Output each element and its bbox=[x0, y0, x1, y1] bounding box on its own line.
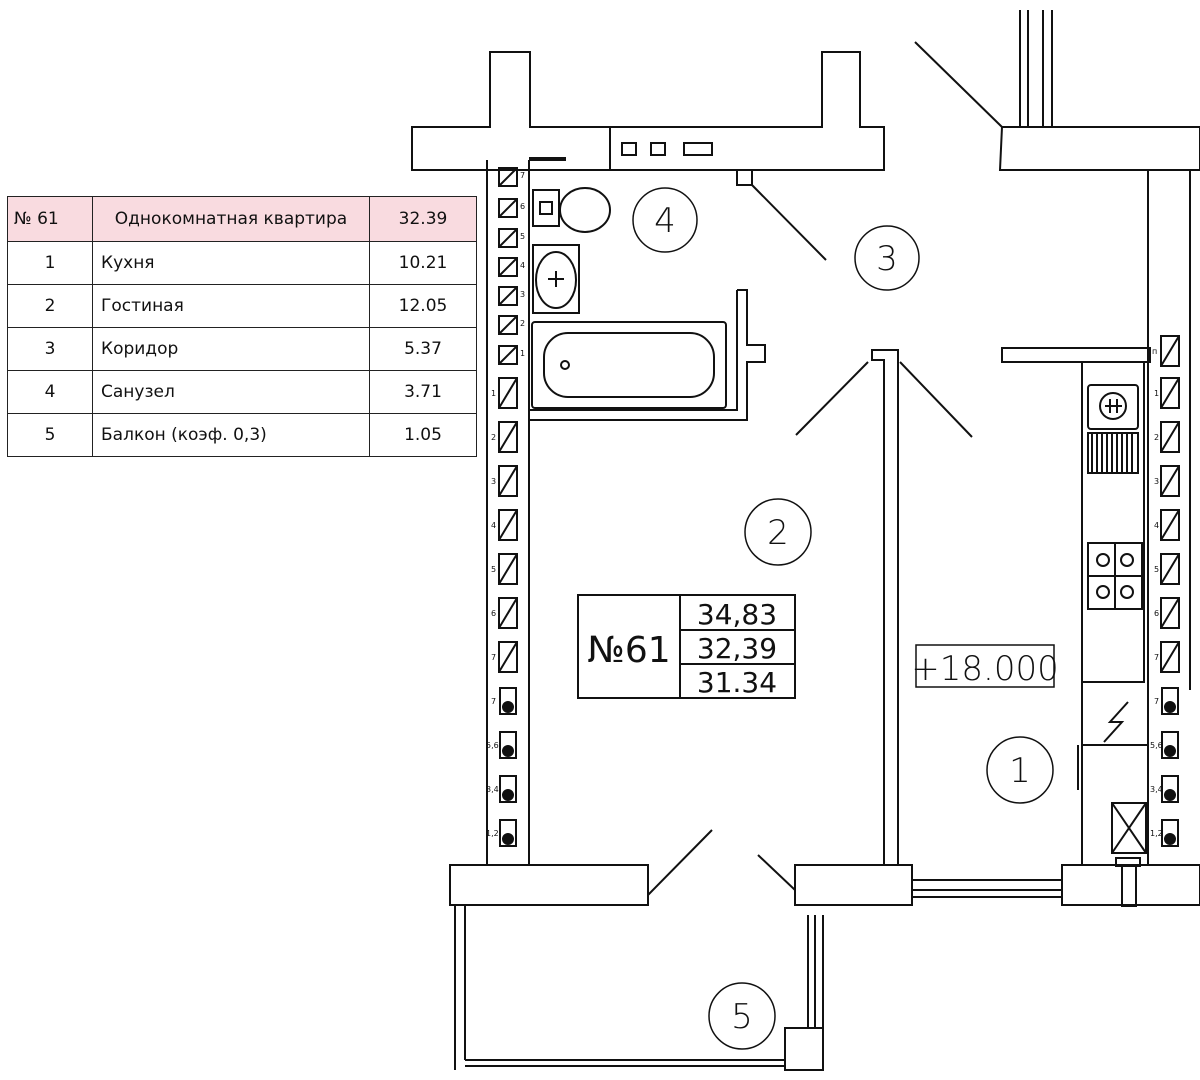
svg-text:5,6: 5,6 bbox=[486, 741, 499, 750]
total-area-label: 34,83 bbox=[697, 598, 777, 631]
table-row: 4 Санузел 3.71 bbox=[7, 370, 477, 414]
svg-text:1,2: 1,2 bbox=[1150, 829, 1163, 838]
svg-text:1: 1 bbox=[491, 389, 496, 398]
elevation-label: +18.000 bbox=[911, 649, 1058, 689]
room-name-cell: Балкон (коэф. 0,3) bbox=[92, 413, 370, 457]
apartment-number-cell: № 61 bbox=[7, 196, 93, 242]
apartment-label-box: №61 34,83 32,39 31.34 bbox=[577, 594, 796, 699]
svg-text:5: 5 bbox=[1154, 565, 1159, 574]
room-schedule-table: № 61 Однокомнатная квартира 32.39 1 Кухн… bbox=[7, 196, 477, 457]
bottom-wall bbox=[449, 864, 649, 906]
table-header-row: № 61 Однокомнатная квартира 32.39 bbox=[7, 196, 477, 242]
svg-text:1,2: 1,2 bbox=[486, 829, 499, 838]
room-number-cell: 2 bbox=[7, 284, 93, 328]
right-interior-wall bbox=[1001, 347, 1151, 363]
svg-text:4: 4 bbox=[491, 521, 496, 530]
room-area-cell: 5.37 bbox=[369, 327, 477, 371]
svg-text:7: 7 bbox=[1154, 653, 1159, 662]
svg-text:3: 3 bbox=[520, 290, 525, 299]
bottom-wall-right bbox=[1061, 864, 1200, 906]
exterior-wall-top bbox=[411, 10, 1200, 171]
bathroom-door-stub bbox=[736, 170, 753, 186]
svg-text:6: 6 bbox=[520, 202, 525, 211]
svg-text:1: 1 bbox=[1154, 389, 1159, 398]
sink bbox=[532, 244, 580, 314]
left-radiator-labels: 7 6 5 4 3 2 1 1 2 3 4 5 6 7 7 5,6 3,4 1,… bbox=[486, 171, 525, 838]
bottom-wall-pier bbox=[794, 864, 913, 906]
bathroom-wall-right bbox=[529, 289, 766, 421]
room-number-cell: 4 bbox=[7, 370, 93, 414]
svg-text:6: 6 bbox=[491, 609, 496, 618]
living-area-label: 32,39 bbox=[697, 632, 777, 665]
svg-text:2: 2 bbox=[520, 319, 525, 328]
balcony-outline bbox=[454, 905, 824, 1071]
room-area-cell: 1.05 bbox=[369, 413, 477, 457]
right-radiator-labels: п 1 2 3 4 5 6 7 7 5,6 3,4 1,2 bbox=[1150, 347, 1163, 838]
room-name-cell: Гостиная bbox=[92, 284, 370, 328]
table-row: 2 Гостиная 12.05 bbox=[7, 284, 477, 328]
vent-grille bbox=[650, 142, 666, 156]
vent-grille bbox=[621, 142, 637, 156]
stove bbox=[1087, 542, 1143, 610]
svg-text:3,4: 3,4 bbox=[1150, 785, 1163, 794]
svg-text:5: 5 bbox=[520, 232, 525, 241]
room-markers bbox=[632, 187, 1054, 1050]
room-marker-labels: 4 3 2 1 5 bbox=[654, 201, 1031, 1037]
svg-text:3: 3 bbox=[1154, 477, 1159, 486]
table-row: 1 Кухня 10.21 bbox=[7, 241, 477, 285]
bathtub bbox=[531, 321, 727, 409]
room-area-cell: 10.21 bbox=[369, 241, 477, 285]
room-name-cell: Санузел bbox=[92, 370, 370, 414]
central-partition bbox=[871, 349, 899, 866]
apartment-number-label: №61 bbox=[587, 630, 670, 671]
room-number-cell: 1 bbox=[7, 241, 93, 285]
vent-grille bbox=[683, 142, 713, 156]
svg-text:7: 7 bbox=[491, 697, 496, 706]
room-marker-label: 3 bbox=[876, 239, 898, 279]
room-marker-label: 2 bbox=[767, 513, 789, 553]
door-swings bbox=[647, 41, 1003, 896]
kitchen-counter bbox=[1081, 361, 1145, 683]
svg-text:6: 6 bbox=[1154, 609, 1159, 618]
reduced-area-label: 31.34 bbox=[697, 666, 777, 699]
table-row: 5 Балкон (коэф. 0,3) 1.05 bbox=[7, 413, 477, 457]
svg-text:4: 4 bbox=[1154, 521, 1159, 530]
left-radiator-column bbox=[498, 167, 518, 847]
elevation-mark: +18.000 bbox=[911, 644, 1059, 689]
room-marker-label: 5 bbox=[731, 997, 753, 1037]
svg-text:7: 7 bbox=[520, 171, 525, 180]
room-name-cell: Коридор bbox=[92, 327, 370, 371]
left-wall bbox=[486, 160, 530, 865]
svg-text:5: 5 bbox=[491, 565, 496, 574]
right-exterior-wall bbox=[1147, 170, 1191, 865]
room-number-cell: 5 bbox=[7, 413, 93, 457]
table-row: 3 Коридор 5.37 bbox=[7, 327, 477, 371]
svg-text:3,4: 3,4 bbox=[486, 785, 499, 794]
toilet bbox=[532, 187, 611, 233]
svg-text:2: 2 bbox=[491, 433, 496, 442]
right-radiator-column bbox=[1160, 335, 1180, 847]
svg-text:7: 7 bbox=[1154, 697, 1159, 706]
svg-text:1: 1 bbox=[520, 349, 525, 358]
room-area-cell: 12.05 bbox=[369, 284, 477, 328]
room-marker-label: 1 bbox=[1009, 751, 1031, 791]
svg-text:4: 4 bbox=[520, 261, 525, 270]
svg-text:3: 3 bbox=[491, 477, 496, 486]
kitchen-lower bbox=[1077, 682, 1148, 907]
room-area-cell: 3.71 bbox=[369, 370, 477, 414]
svg-text:п: п bbox=[1152, 347, 1157, 356]
room-marker-label: 4 bbox=[654, 201, 676, 241]
bathroom-partition bbox=[529, 157, 566, 161]
svg-text:5,6: 5,6 bbox=[1150, 741, 1163, 750]
svg-text:7: 7 bbox=[491, 653, 496, 662]
window-bottom bbox=[912, 879, 1062, 898]
svg-text:2: 2 bbox=[1154, 433, 1159, 442]
